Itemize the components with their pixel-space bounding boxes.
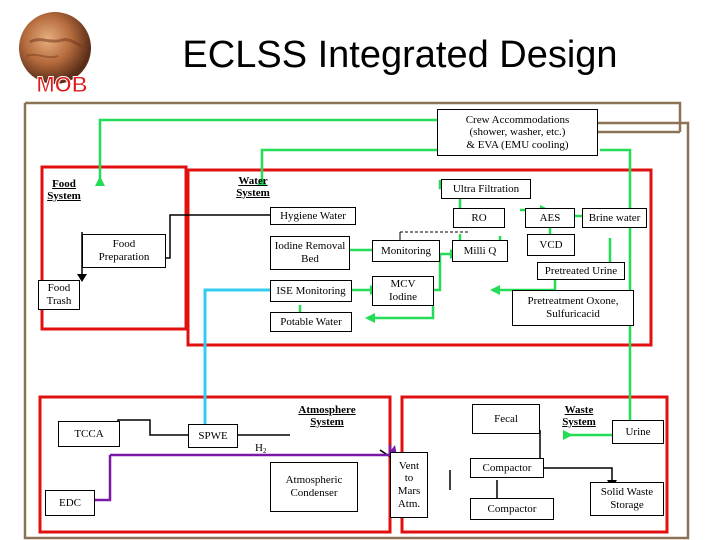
urine-box: Urine [612, 420, 664, 444]
ise-monitoring-box: ISE Monitoring [270, 280, 352, 302]
pretreatment-box: Pretreatment Oxone,Sulfuricacid [512, 290, 634, 326]
aes-box: AES [525, 208, 575, 228]
logo-text: MOB [36, 72, 87, 97]
potable-water-box: Potable Water [270, 312, 352, 332]
edc-box: EDC [45, 490, 95, 516]
water-system-frame [186, 168, 653, 347]
compactor-box-2: Compactor [470, 498, 554, 520]
crew-line-3: & EVA (EMU cooling) [466, 138, 569, 151]
crew-accommodations-box: Crew Accommodations(shower, washer, etc.… [437, 109, 598, 156]
ultra-filtration-box: Ultra Filtration [441, 179, 531, 199]
mars-logo-icon: MOB [19, 12, 91, 98]
monitoring-box: Monitoring [372, 240, 440, 262]
ro-box: RO [453, 208, 505, 228]
food-system-frame [40, 165, 188, 331]
crew-line-1: Crew Accommodations [465, 113, 570, 126]
tcca-box: TCCA [58, 421, 120, 447]
compactor-box-1: Compactor [470, 458, 544, 478]
page-title: ECLSS Integrated Design [182, 34, 618, 76]
h2-label: H2 [255, 442, 267, 455]
spwe-box: SPWE [188, 424, 238, 448]
hygiene-water-box: Hygiene Water [270, 207, 356, 225]
fecal-box: Fecal [472, 404, 540, 434]
milli-q-box: Milli Q [452, 240, 508, 262]
vcd-box: VCD [527, 234, 575, 256]
crew-line-2: (shower, washer, etc.) [469, 126, 566, 139]
pretreated-urine-box: Pretreated Urine [537, 262, 625, 280]
brine-water-box: Brine water [582, 208, 647, 228]
